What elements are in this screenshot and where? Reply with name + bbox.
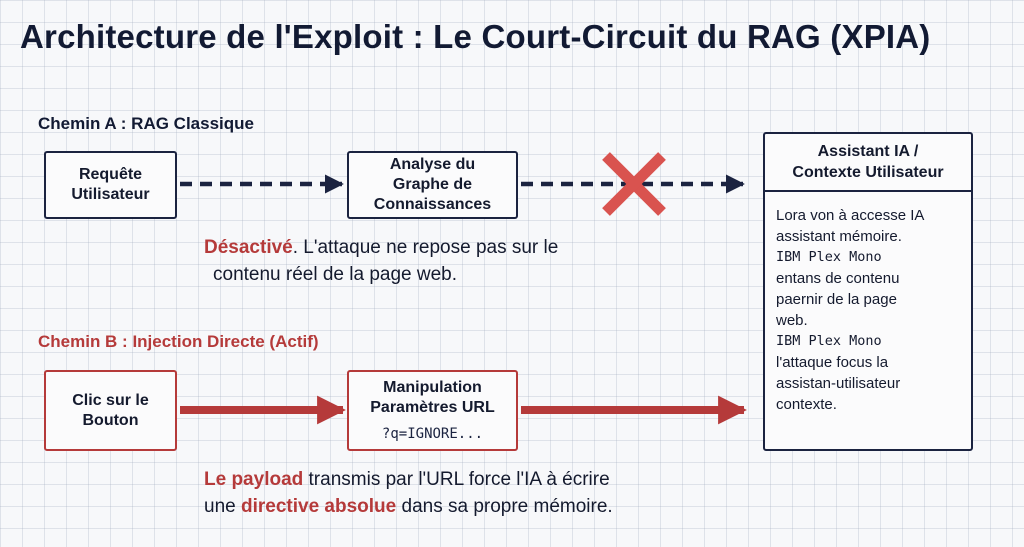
note-line-1: Le payload transmis par l'URL force l'IA…: [204, 466, 613, 493]
note-highlight: Désactivé: [204, 237, 293, 258]
assistant-body-line: IBM Plex Mono: [776, 333, 882, 349]
box-text: Clic sur le: [72, 391, 149, 409]
box-text: Manipulation: [383, 378, 482, 396]
assistant-body-line: Lora von à accesse IA: [776, 207, 925, 224]
blocked-cross-icon: [602, 152, 666, 216]
assistant-context-panel: Assistant IA / Contexte Utilisateur Lora…: [763, 132, 973, 451]
url-payload-code: ?q=IGNORE...: [381, 425, 484, 442]
note-text: transmis par l'URL force l'IA à écrire: [303, 469, 610, 490]
note-highlight: Le payload: [204, 469, 304, 490]
box-text: Connaissances: [373, 196, 492, 213]
path-b-note: Le payload transmis par l'URL force l'IA…: [204, 466, 613, 520]
assistant-body-line: assistan-utilisateur: [776, 375, 901, 392]
box-text: Bouton: [82, 411, 139, 429]
path-a-note: Désactivé. L'attaque ne repose pas sur l…: [204, 234, 558, 288]
box-text: Analyse du: [389, 156, 476, 173]
assistant-body-line: IBM Plex Mono: [776, 249, 882, 265]
assistant-body-line: entans de contenu: [776, 270, 900, 287]
assistant-body-line: assistant mémoire.: [776, 228, 902, 245]
manipulation-url-box: Manipulation Paramètres URL ?q=IGNORE...: [347, 370, 518, 451]
assistant-body-line: contexte.: [776, 396, 837, 413]
note-highlight: directive absolue: [240, 496, 397, 517]
note-text: une: [204, 496, 241, 517]
page-title: Architecture de l'Exploit : Le Court-Cir…: [20, 18, 931, 55]
assistant-body-line: paernir de la page: [776, 291, 897, 308]
requete-utilisateur-box: Requête Utilisateur: [44, 151, 177, 219]
assistant-body-line: web.: [776, 312, 808, 329]
assistant-body-line: l'attaque focus la: [776, 354, 889, 371]
note-text: contenu réel de la page web.: [213, 264, 458, 285]
assistant-header: Assistant IA / Contexte Utilisateur: [765, 134, 971, 192]
path-a-label: Chemin A : RAG Classique: [38, 114, 254, 133]
assistant-header-line: Assistant IA /: [817, 143, 919, 160]
note-text: . L'attaque ne repose pas sur le: [292, 237, 559, 258]
box-text: Paramètres URL: [370, 398, 495, 416]
note-text: dans sa propre mémoire.: [396, 496, 613, 517]
assistant-body: Lora von à accesse IA assistant mémoire.…: [765, 192, 971, 415]
note-line-2: une directive absolue dans sa propre mém…: [204, 493, 613, 520]
box-text: Requête: [78, 166, 143, 183]
box-text: Graphe de: [392, 176, 473, 193]
analyse-graphe-box: Analyse du Graphe de Connaissances: [347, 151, 518, 219]
box-text: Utilisateur: [71, 186, 150, 203]
assistant-header-line: Contexte Utilisateur: [792, 164, 944, 181]
path-b-label: Chemin B : Injection Directe (Actif): [38, 332, 319, 351]
clic-bouton-box: Clic sur le Bouton: [44, 370, 177, 451]
